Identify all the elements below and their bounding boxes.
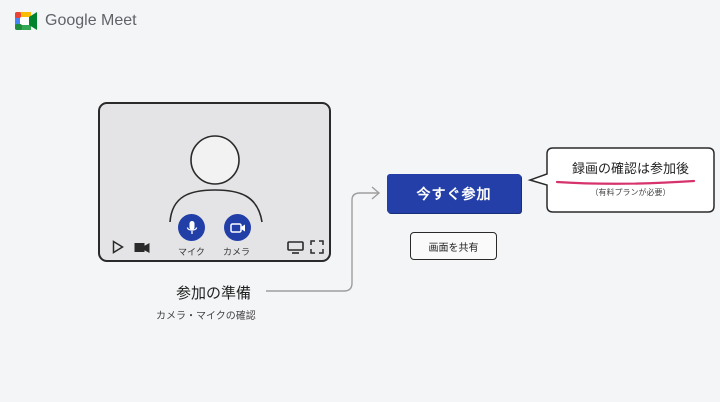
join-now-button[interactable]: 今すぐ参加: [387, 174, 521, 213]
share-screen-button[interactable]: 画面を共有: [410, 232, 497, 260]
fullscreen-icon[interactable]: [310, 240, 324, 254]
recording-note: 録画の確認は参加後: [571, 162, 689, 177]
meet-logo-icon: [15, 12, 37, 30]
camera-icon: [229, 222, 245, 233]
play-icon[interactable]: [112, 240, 124, 254]
highlight-underline: [555, 179, 696, 185]
camera-button[interactable]: [224, 214, 251, 241]
app-logo: Google Meet: [15, 12, 137, 30]
prep-subtitle: カメラ・マイクの確認: [156, 311, 256, 322]
camera-preview: マイク カメラ: [98, 102, 331, 262]
video-icon[interactable]: [134, 242, 150, 254]
mic-button[interactable]: [178, 214, 205, 241]
mic-label: マイク: [178, 248, 205, 258]
prep-title: 参加の準備: [176, 284, 252, 302]
app-name: Google Meet: [45, 12, 137, 29]
camera-label: カメラ: [223, 248, 251, 258]
monitor-icon[interactable]: [287, 241, 304, 254]
recording-note-sub: （有料プランが必要）: [590, 188, 671, 197]
avatar-silhouette: [169, 135, 263, 223]
mic-icon: [186, 220, 197, 234]
